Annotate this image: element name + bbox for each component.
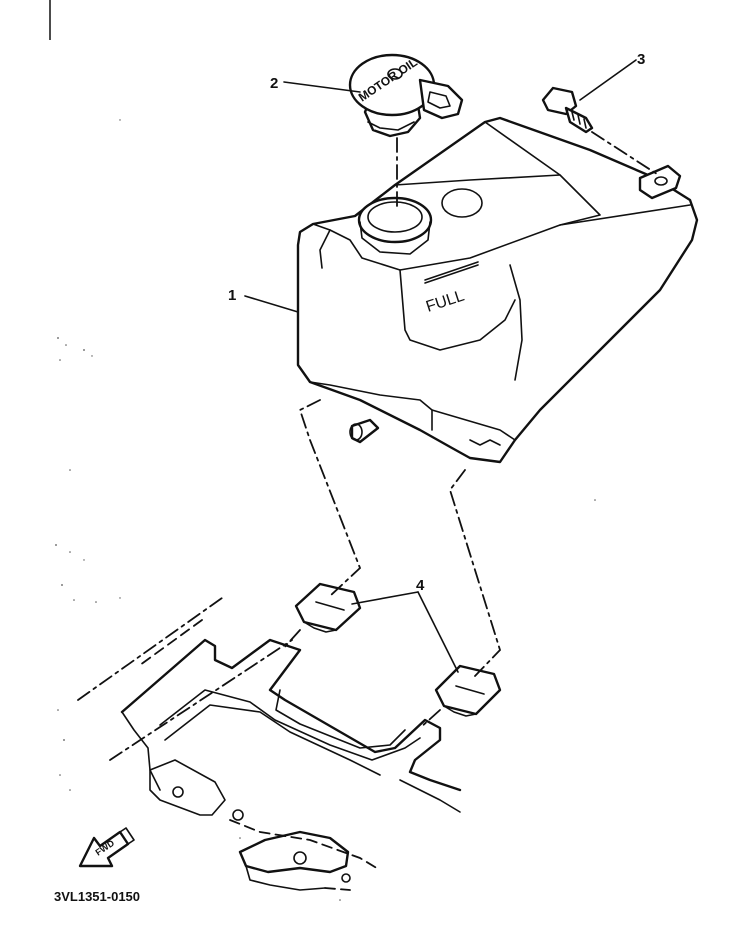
frame-bracket (77, 597, 462, 891)
figure-code: 3VL1351-0150 (54, 889, 140, 904)
oil-tank-cap: MOTOR OIL (348, 53, 464, 138)
forward-arrow-icon: FWD (78, 827, 135, 868)
damper-lower (434, 664, 502, 717)
callout-2: 2 (270, 75, 278, 92)
oil-tank: FULL (296, 116, 699, 464)
callout-4: 4 (416, 577, 425, 594)
leader-lines (244, 59, 661, 729)
callout-3: 3 (637, 51, 645, 68)
damper-upper (294, 582, 362, 633)
bolt (541, 86, 594, 134)
scan-speckles (55, 119, 596, 901)
callout-1: 1 (228, 287, 236, 304)
